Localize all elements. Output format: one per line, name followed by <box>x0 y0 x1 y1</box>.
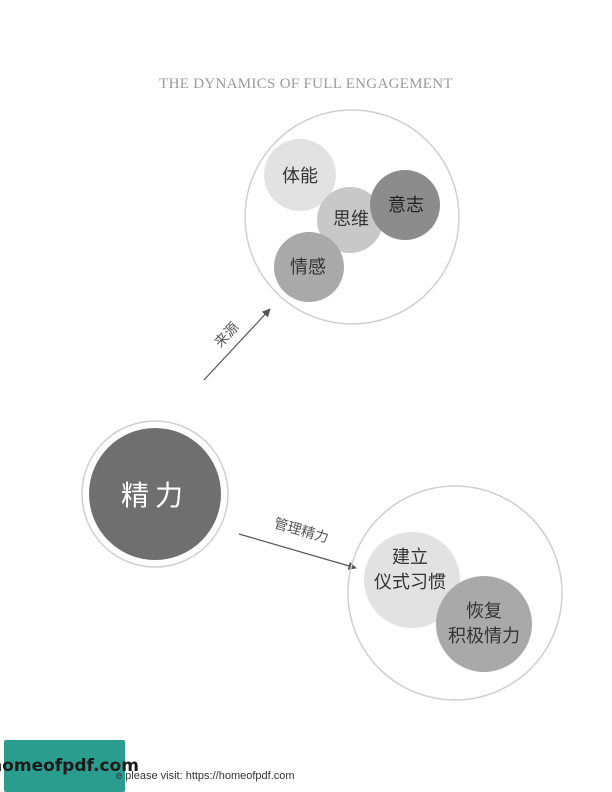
recovery-label-line1: 恢复 <box>466 601 502 622</box>
arrow-to-management <box>238 533 357 570</box>
physical-circle <box>264 139 336 211</box>
energy-circle <box>89 428 221 560</box>
management-outline-circle <box>347 485 563 701</box>
mental-label: 思维 <box>333 209 369 230</box>
physical-label: 体能 <box>282 166 318 187</box>
page-title: THE DYNAMICS OF FULL ENGAGEMENT <box>159 76 453 92</box>
spiritual-circle <box>370 170 440 240</box>
sources-outline-circle <box>244 109 460 325</box>
rituals-label-line2: 仪式习惯 <box>374 572 446 593</box>
homeofpdf-logo[interactable]: homeofpdf.com <box>0 740 139 792</box>
arrow-to-sources <box>203 308 271 381</box>
emotional-label: 情感 <box>290 257 326 278</box>
arrow-manage-label: 管理精力 <box>272 516 330 547</box>
footer-visit-text: e please visit: https://homeofpdf.com <box>116 770 295 782</box>
energy-outer-ring <box>81 420 229 568</box>
recovery-label-line2: 积极情力 <box>448 626 520 647</box>
rituals-circle <box>364 532 460 628</box>
energy-label: 精力 <box>121 479 189 512</box>
mental-circle <box>317 187 383 253</box>
spiritual-label: 意志 <box>388 195 424 216</box>
emotional-circle <box>274 232 344 302</box>
recovery-circle <box>436 576 532 672</box>
rituals-label-line1: 建立 <box>392 547 428 568</box>
arrow-sources-label: 来源 <box>212 320 243 351</box>
